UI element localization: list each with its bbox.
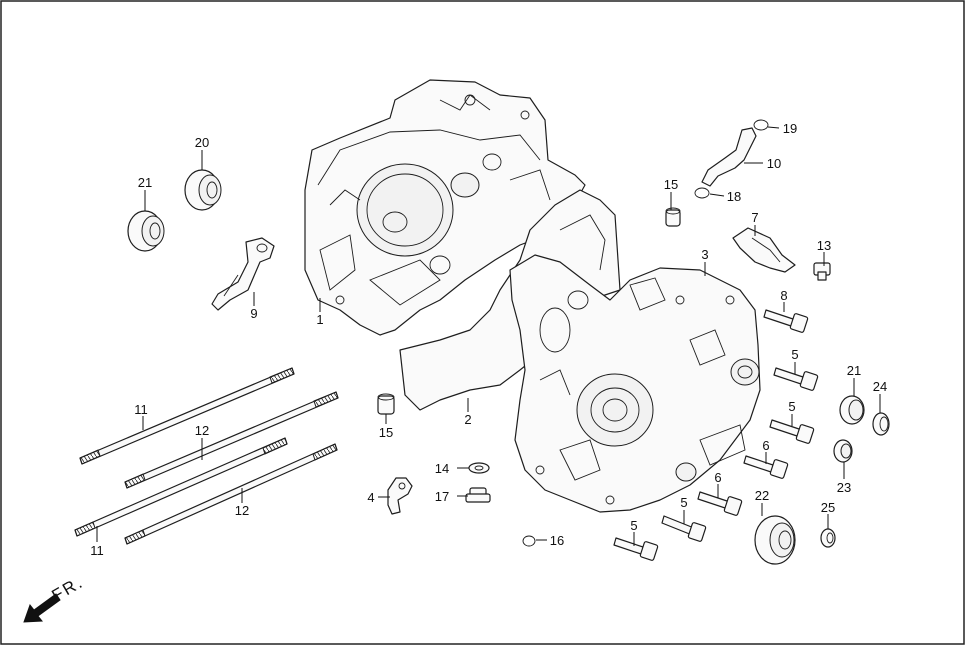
- bearing-20: [184, 169, 222, 211]
- flange-bolt-5-lower: [661, 515, 707, 542]
- callout-3: 3: [701, 247, 708, 262]
- drain-plug: [465, 487, 491, 503]
- bracket-part: [211, 237, 275, 311]
- right-crankcase-half: [509, 254, 761, 513]
- bolt-13: [813, 262, 831, 281]
- callout-12-b: 12: [235, 503, 249, 518]
- callout-25: 25: [821, 500, 835, 515]
- stud-bolt-12-upper: [124, 391, 339, 489]
- o-ring: [522, 535, 536, 547]
- callout-23: 23: [837, 480, 851, 495]
- callout-10: 10: [767, 156, 781, 171]
- callout-15-a: 15: [664, 177, 678, 192]
- callout-19: 19: [783, 121, 797, 136]
- leader-lines: [96, 126, 881, 546]
- oil-seal-24: [872, 412, 890, 436]
- stud-bolt-11-upper: [79, 367, 295, 465]
- bearing-22: [754, 515, 796, 565]
- callout-24: 24: [873, 379, 887, 394]
- callout-6-b: 6: [714, 470, 721, 485]
- hose-clip-upper: [753, 119, 769, 131]
- flange-bolt-5-mid: [769, 419, 815, 444]
- bearing-21-left: [127, 210, 165, 252]
- callout-21-a: 21: [138, 175, 152, 190]
- callout-5-b: 5: [788, 399, 795, 414]
- callout-1: 1: [316, 312, 323, 327]
- bearing-21-right: [839, 395, 865, 425]
- hose-clip-lower: [694, 187, 710, 199]
- callout-18: 18: [727, 189, 741, 204]
- left-crankcase-half: [304, 79, 586, 336]
- callout-11-b: 11: [90, 543, 104, 558]
- callout-17: 17: [435, 489, 449, 504]
- cover-plate: [732, 227, 796, 273]
- front-direction-marker: FR.: [23, 572, 87, 623]
- crankcase-gasket: [399, 189, 621, 411]
- callout-5-d: 5: [630, 518, 637, 533]
- seal-25: [820, 528, 836, 548]
- callout-8: 8: [780, 288, 787, 303]
- callout-4: 4: [367, 490, 374, 505]
- front-direction-label: FR.: [49, 572, 87, 605]
- callout-13: 13: [817, 238, 831, 253]
- callout-20: 20: [195, 135, 209, 150]
- bearing-23: [833, 439, 853, 463]
- front-arrow-icon: [23, 593, 61, 623]
- clamp-part: [387, 477, 413, 515]
- callout-14: 14: [435, 461, 449, 476]
- dowel-pin-lower: [377, 393, 395, 415]
- callout-12-a: 12: [195, 423, 209, 438]
- flange-bolt-5-top: [773, 367, 819, 391]
- callout-9: 9: [250, 306, 257, 321]
- callout-labels: 1 2 3 4 5 5 5 5 6 6 7 8 9 10 11 11 12 12…: [90, 121, 887, 558]
- callout-11-a: 11: [134, 402, 148, 417]
- callout-16: 16: [550, 533, 564, 548]
- stud-bolt-11-lower: [74, 437, 288, 537]
- callout-21-b: 21: [847, 363, 861, 378]
- dowel-pin-upper: [665, 207, 681, 227]
- callout-15-b: 15: [379, 425, 393, 440]
- callout-2: 2: [464, 412, 471, 427]
- callout-5-c: 5: [680, 495, 687, 510]
- flange-bolt-6-lower: [697, 491, 743, 516]
- callout-5-a: 5: [791, 347, 798, 362]
- stud-bolt-12-lower: [124, 443, 338, 545]
- sealing-washer: [468, 462, 490, 474]
- callout-7: 7: [751, 210, 758, 225]
- callout-6-a: 6: [762, 438, 769, 453]
- flange-bolt-8: [763, 309, 809, 333]
- callout-22: 22: [755, 488, 769, 503]
- breather-hose: [701, 127, 757, 187]
- flange-bolt-5-bottom: [613, 537, 659, 561]
